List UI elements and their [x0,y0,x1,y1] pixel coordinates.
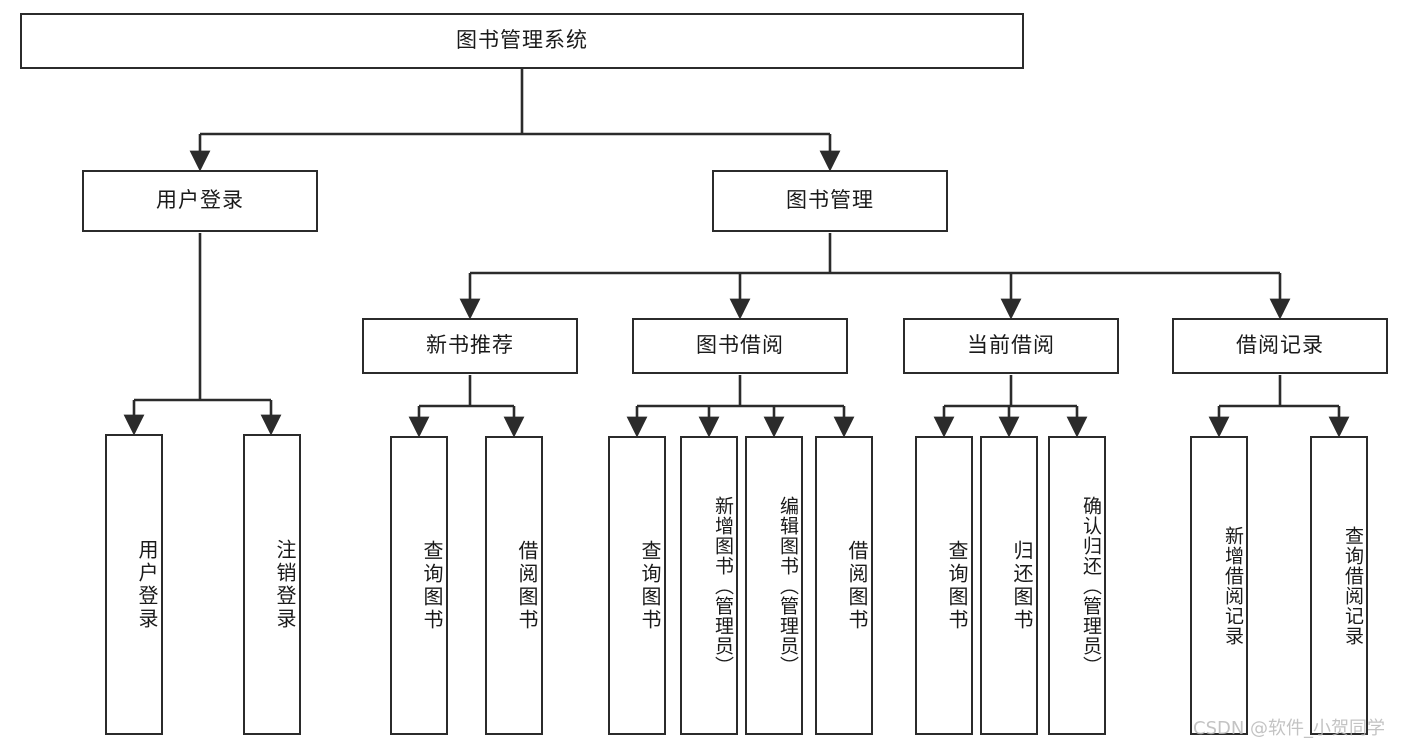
leaf-current-borrow-query[interactable]: 查询图书 [915,436,973,735]
leaf-book-borrow-add-admin[interactable]: 新增图书（管理员） [680,436,738,735]
node-root-book-management-system[interactable]: 图书管理系统 [20,13,1024,69]
leaf-borrow-record-query[interactable]: 查询借阅记录 [1310,436,1368,735]
leaf-book-borrow-borrow[interactable]: 借阅图书 [815,436,873,735]
leaf-user-login-logout[interactable]: 注销登录 [243,434,301,735]
node-current-borrow[interactable]: 当前借阅 [903,318,1119,374]
leaf-current-borrow-return[interactable]: 归还图书 [980,436,1038,735]
leaf-current-borrow-confirm-return-admin[interactable]: 确认归还（管理员） [1048,436,1106,735]
node-new-book-recommend[interactable]: 新书推荐 [362,318,578,374]
leaf-user-login-login[interactable]: 用户登录 [105,434,163,735]
node-borrow-record[interactable]: 借阅记录 [1172,318,1388,374]
leaf-new-book-borrow[interactable]: 借阅图书 [485,436,543,735]
leaf-book-borrow-query[interactable]: 查询图书 [608,436,666,735]
csdn-watermark: CSDN @软件_小贺同学 [1193,718,1386,739]
node-user-login[interactable]: 用户登录 [82,170,318,232]
node-book-management[interactable]: 图书管理 [712,170,948,232]
leaf-borrow-record-add[interactable]: 新增借阅记录 [1190,436,1248,735]
node-book-borrow[interactable]: 图书借阅 [632,318,848,374]
leaf-new-book-query[interactable]: 查询图书 [390,436,448,735]
leaf-book-borrow-edit-admin[interactable]: 编辑图书（管理员） [745,436,803,735]
